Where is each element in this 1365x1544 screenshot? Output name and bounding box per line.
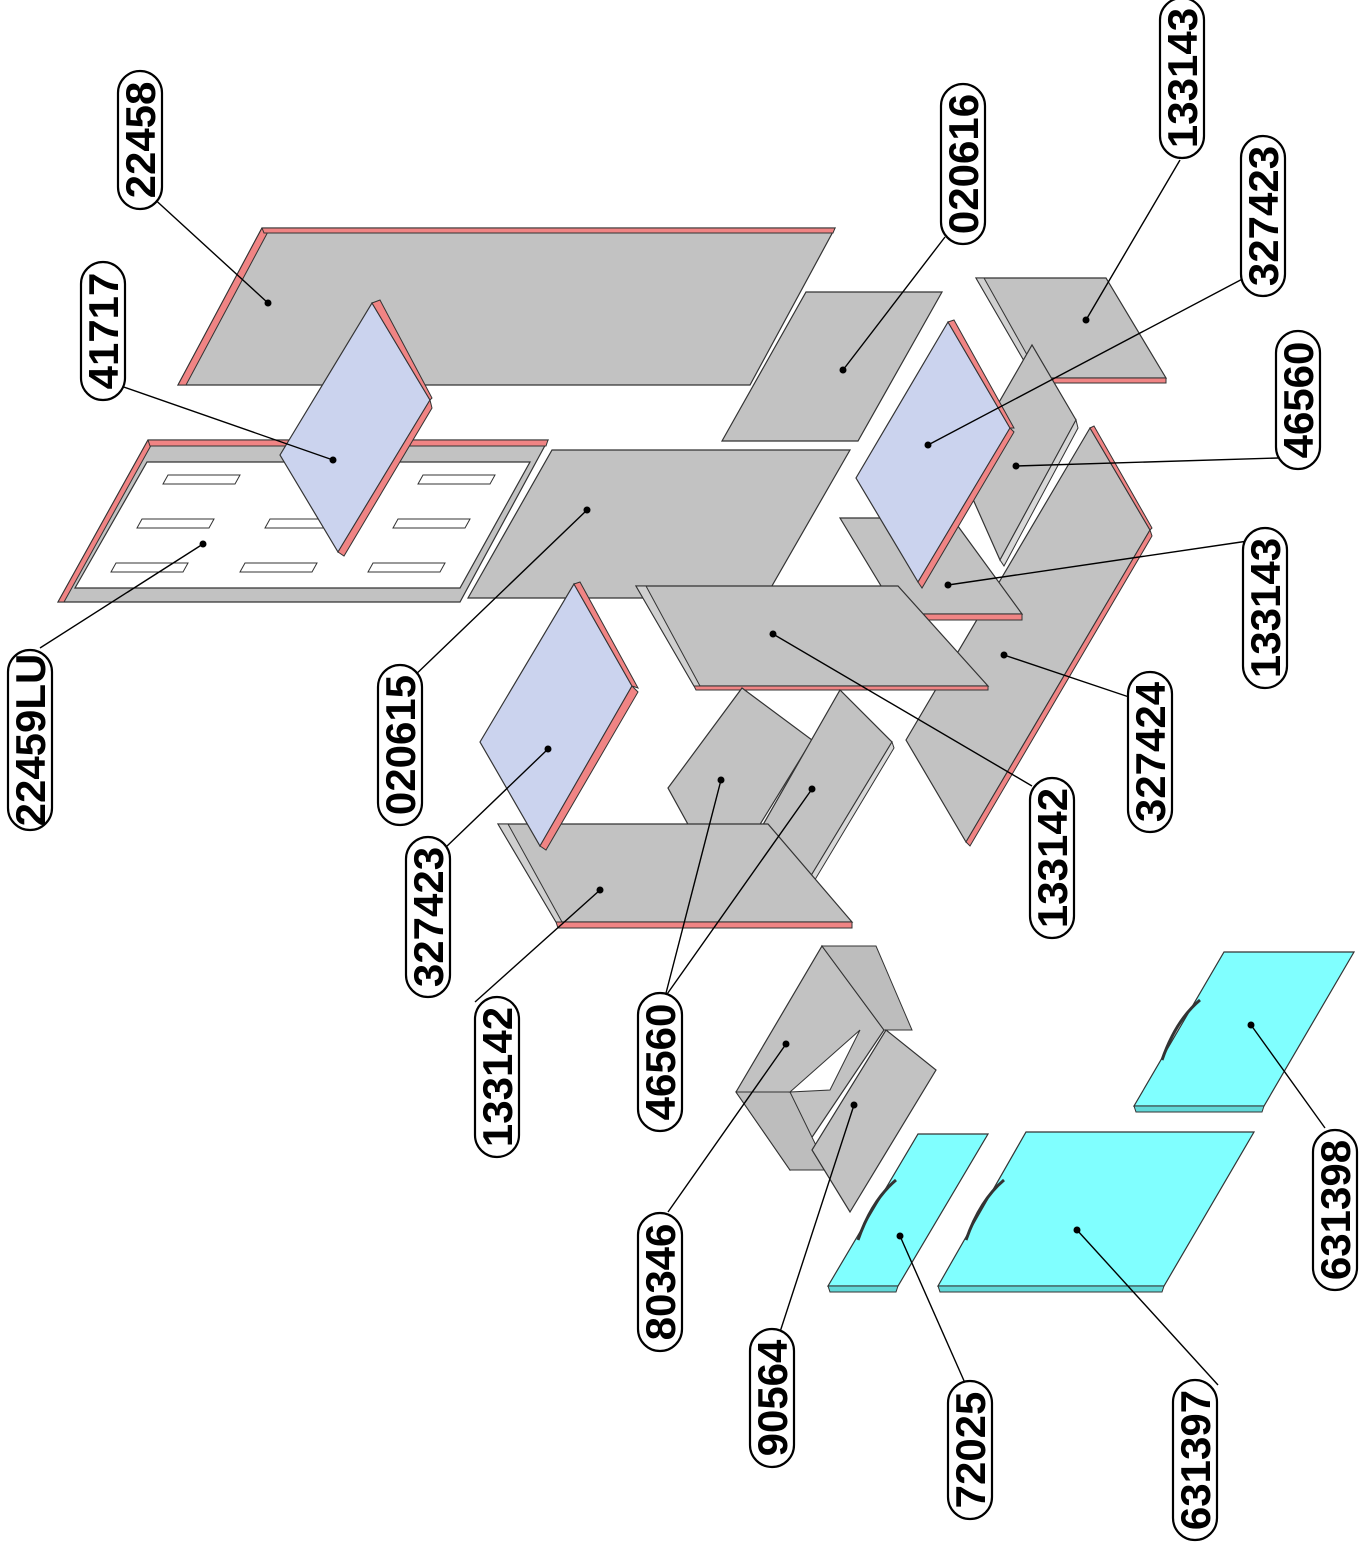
label-327423-top-text: 327423 <box>1240 146 1287 286</box>
label-133143-mid: 133143 <box>1241 526 1289 690</box>
label-327423-left: 327423 <box>404 835 452 999</box>
label-72025: 72025 <box>946 1379 994 1521</box>
label-90564-text: 90564 <box>749 1339 796 1456</box>
label-631398-text: 631398 <box>1312 1140 1359 1280</box>
label-133143-top: 133143 <box>1158 0 1206 160</box>
label-22459LU: 22459LU <box>6 648 54 832</box>
label-22458-text: 22458 <box>117 82 164 199</box>
leader-lines <box>39 159 1326 1386</box>
label-327424-text: 327424 <box>1127 681 1174 822</box>
label-90564: 90564 <box>748 1327 796 1469</box>
label-133142-left: 133142 <box>473 995 521 1159</box>
label-133142-right-text: 133142 <box>1029 788 1076 928</box>
panel-41717 <box>279 299 433 557</box>
panel-327424 <box>905 425 1153 847</box>
panel-133142-right <box>634 585 990 691</box>
label-020616-text: 020616 <box>940 94 987 234</box>
panel-020616 <box>720 291 944 442</box>
label-020615: 020615 <box>376 663 424 827</box>
label-631397-text: 631397 <box>1172 1390 1219 1530</box>
label-22459LU-text: 22459LU <box>7 654 54 827</box>
drawer-box-80346 <box>735 944 913 1172</box>
label-46560-right: 46560 <box>1274 329 1322 471</box>
label-133142-left-text: 133142 <box>474 1007 521 1147</box>
label-133143-top-text: 133143 <box>1159 8 1206 148</box>
label-133142-right: 133142 <box>1028 776 1076 940</box>
label-72025-text: 72025 <box>947 1392 994 1509</box>
door-631398 <box>1132 951 1356 1113</box>
drawer-front-90564 <box>811 1029 937 1214</box>
label-80346-text: 80346 <box>637 1224 684 1341</box>
label-631397: 631397 <box>1171 1378 1219 1542</box>
door-631397 <box>936 1131 1256 1293</box>
leader-dots <box>199 299 1255 1240</box>
label-327423-top: 327423 <box>1239 134 1287 298</box>
panel-327423-right <box>855 319 1015 589</box>
label-631398: 631398 <box>1311 1128 1359 1292</box>
label-327423-left-text: 327423 <box>405 847 452 987</box>
label-133143-mid-text: 133143 <box>1242 538 1289 678</box>
label-41717-text: 41717 <box>80 273 127 390</box>
door-72025 <box>826 1133 990 1293</box>
panel-46560-right <box>959 343 1079 567</box>
label-46560-center-text: 46560 <box>637 1004 684 1121</box>
panel-133142-left <box>496 823 854 929</box>
label-22458: 22458 <box>116 69 164 211</box>
label-020616: 020616 <box>939 82 987 246</box>
label-020615-text: 020615 <box>377 675 424 815</box>
panel-327423-left <box>479 581 640 851</box>
label-46560-center: 46560 <box>636 991 684 1133</box>
panel-22458 <box>176 227 837 386</box>
label-41717: 41717 <box>79 260 127 402</box>
label-327424: 327424 <box>1126 670 1174 834</box>
panel-22459LU <box>56 439 550 603</box>
panel-133143-top <box>974 277 1168 384</box>
label-46560-right-text: 46560 <box>1275 342 1322 459</box>
label-80346: 80346 <box>636 1211 684 1353</box>
